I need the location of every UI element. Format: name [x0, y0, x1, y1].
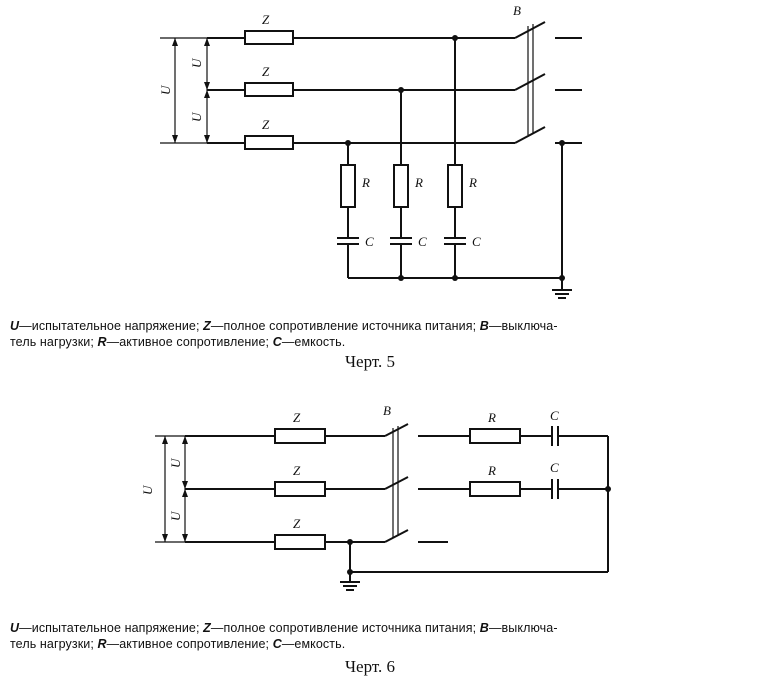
label-z-3: Z — [262, 117, 270, 132]
impedance-z-2 — [274, 481, 326, 497]
label-c-2: C — [550, 460, 559, 475]
load-switch-b — [384, 423, 409, 543]
label-u-total: U — [140, 484, 155, 495]
label-z-2: Z — [293, 463, 301, 478]
figure-5-title: Черт. 5 — [345, 352, 396, 371]
label-u-2: U — [168, 510, 183, 521]
label-c-1: C — [550, 408, 559, 423]
label-c-1: C — [365, 234, 374, 249]
label-c-2: C — [418, 234, 427, 249]
impedance-z-1 — [244, 30, 294, 45]
load-switch-b — [514, 21, 582, 144]
figure-5-circuit: U U U Z Z Z B — [158, 3, 582, 299]
label-u-1: U — [168, 457, 183, 468]
label-b: B — [513, 3, 521, 18]
ground-icon — [340, 581, 360, 591]
rc-branch-2 — [390, 90, 412, 278]
figure-6-legend: U—испытательное напряжение; Z—полное соп… — [10, 621, 558, 651]
rc-branch-1 — [337, 143, 359, 278]
resistor-r-1 — [469, 428, 521, 444]
label-u-1: U — [189, 57, 204, 68]
label-z-3: Z — [293, 516, 301, 531]
label-z-2: Z — [262, 64, 270, 79]
label-r-3: R — [468, 175, 477, 190]
impedance-z-3 — [244, 135, 294, 150]
label-r-2: R — [487, 463, 496, 478]
resistor-r-2 — [469, 481, 521, 497]
label-r-1: R — [487, 410, 496, 425]
ground-icon — [552, 289, 572, 299]
figure-6-circuit: U U U Z Z Z B R R C C — [140, 403, 611, 591]
rc-branch-3 — [444, 38, 466, 278]
impedance-z-3 — [274, 534, 326, 550]
label-u-2: U — [189, 111, 204, 122]
figure-5-legend: U—испытательное напряжение; Z—полное соп… — [10, 319, 558, 349]
figure-6-title: Черт. 6 — [345, 657, 396, 676]
label-c-3: C — [472, 234, 481, 249]
impedance-z-1 — [274, 428, 326, 444]
label-z-1: Z — [262, 12, 270, 27]
label-r-1: R — [361, 175, 370, 190]
label-r-2: R — [414, 175, 423, 190]
label-z-1: Z — [293, 410, 301, 425]
label-u-total: U — [158, 84, 173, 95]
impedance-z-2 — [244, 82, 294, 97]
label-b: B — [383, 403, 391, 418]
